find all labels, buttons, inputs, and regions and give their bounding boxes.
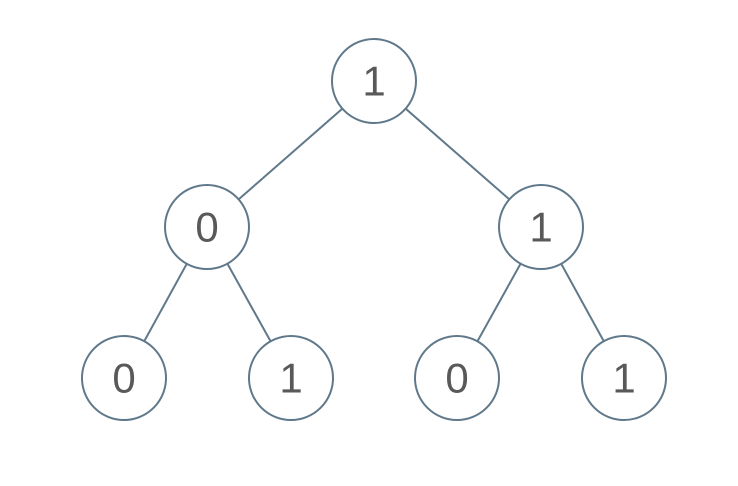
tree-node-root: 1 [331, 38, 417, 124]
tree-node-label: 1 [612, 354, 635, 401]
tree-node-right-right: 1 [581, 335, 667, 421]
tree-node-label: 0 [445, 354, 468, 401]
tree-node-label: 1 [362, 57, 385, 104]
tree-node-label: 0 [195, 203, 218, 250]
tree-node-left-left: 0 [81, 335, 167, 421]
tree-node-circle [81, 335, 167, 421]
tree-node-circle [164, 184, 250, 270]
tree-node-circle [498, 184, 584, 270]
tree-node-circle [331, 38, 417, 124]
tree-node-label: 1 [279, 354, 302, 401]
tree-node-label: 1 [529, 203, 552, 250]
tree-node-circle [581, 335, 667, 421]
tree-node-label: 0 [112, 354, 135, 401]
tree-node-left-right: 1 [248, 335, 334, 421]
tree-node-left: 0 [164, 184, 250, 270]
tree-node-right-left: 0 [414, 335, 500, 421]
tree-node-circle [248, 335, 334, 421]
tree-node-circle [414, 335, 500, 421]
tree-node-right: 1 [498, 184, 584, 270]
